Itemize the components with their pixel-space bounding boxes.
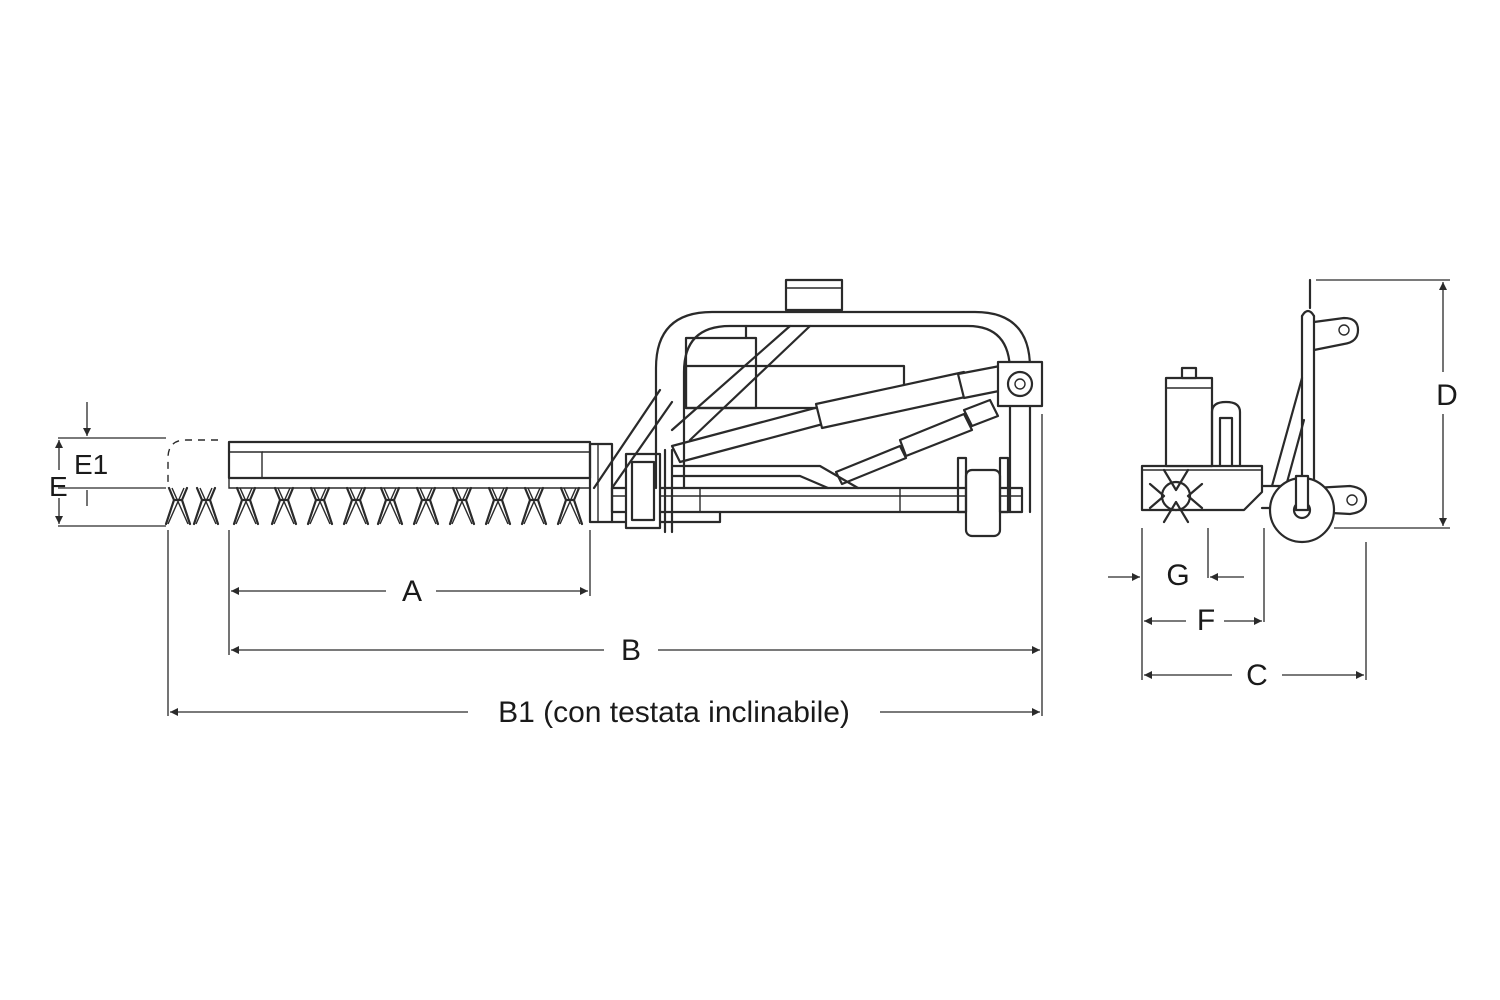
- flail-blade: [342, 486, 370, 526]
- flail-blade: [376, 486, 404, 526]
- dimension-e: E: [49, 440, 68, 524]
- dimension-d: D: [1436, 282, 1458, 526]
- flail-blade: [412, 486, 440, 526]
- label-e1: E1: [74, 449, 108, 480]
- label-f: F: [1197, 604, 1215, 637]
- rotor-icon: [1148, 468, 1204, 524]
- dimension-g: G: [1108, 559, 1244, 592]
- boom-arm: [610, 448, 1024, 538]
- flail-blade: [270, 486, 298, 526]
- label-b1: B1 (con testata inclinabile): [498, 696, 850, 729]
- dimension-e1: E1: [74, 402, 108, 506]
- dimension-b1: B1 (con testata inclinabile): [170, 696, 1040, 729]
- flail-blades: [164, 486, 584, 526]
- tilted-head-outline: [167, 439, 218, 488]
- reference-lines: [58, 414, 1043, 716]
- flail-blade: [164, 486, 192, 526]
- label-c: C: [1246, 659, 1268, 692]
- cutter-head: [227, 440, 614, 524]
- flail-blade: [192, 486, 220, 526]
- main-frame: [592, 278, 1032, 514]
- hydraulic-cylinders: [670, 360, 1044, 486]
- dimension-f: F: [1144, 604, 1262, 637]
- flail-blade: [520, 486, 548, 526]
- dimension-c: C: [1144, 659, 1364, 692]
- label-b: B: [621, 634, 641, 667]
- label-d: D: [1436, 379, 1458, 412]
- side-view: [58, 278, 1044, 716]
- label-a: A: [402, 575, 422, 608]
- flail-blade: [484, 486, 512, 526]
- flail-blade: [306, 486, 334, 526]
- label-g: G: [1166, 559, 1189, 592]
- flail-blade: [232, 486, 260, 526]
- dimension-b: B: [231, 634, 1040, 667]
- flail-blade: [556, 486, 584, 526]
- flail-blade: [448, 486, 476, 526]
- dimension-a: A: [231, 575, 588, 608]
- label-e: E: [49, 471, 68, 502]
- front-view: [1140, 278, 1450, 680]
